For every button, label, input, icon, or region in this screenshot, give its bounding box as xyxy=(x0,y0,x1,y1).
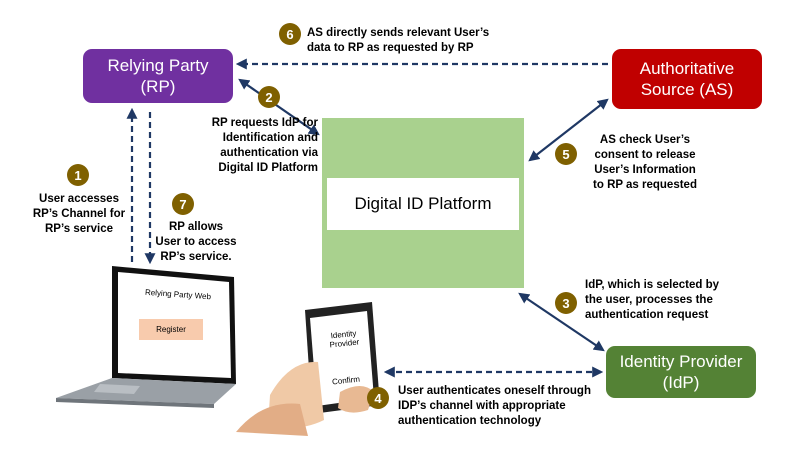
arrow-platform-as xyxy=(528,98,609,162)
step-2-text: RP requests IdP for Identification and a… xyxy=(211,117,318,174)
step-7-badge: 7 xyxy=(172,193,194,215)
identity-provider-node: Identity Provider (IdP) xyxy=(606,346,756,398)
step-6-badge: 6 xyxy=(279,23,301,45)
step-2-badge: 2 xyxy=(258,86,280,108)
step-3-text: IdP, which is selected by the user, proc… xyxy=(585,279,720,321)
digital-id-platform-label: Digital ID Platform xyxy=(327,178,519,230)
step-1-text: User accesses RP’s Channel for RP’s serv… xyxy=(32,193,126,235)
arrow-rp-platform xyxy=(238,78,320,136)
step-1-badge: 1 xyxy=(67,164,89,186)
authoritative-source-label: Authoritative Source (AS) xyxy=(639,58,735,99)
step-5-badge: 5 xyxy=(555,143,577,165)
relying-party-node: Relying Party (RP) xyxy=(83,49,233,103)
relying-party-label: Relying Party (RP) xyxy=(107,55,209,96)
arrow-platform-idp xyxy=(518,292,605,352)
step-5-text: AS check User’s consent to release User’… xyxy=(593,134,697,191)
step-4-badge: 4 xyxy=(367,387,389,409)
laptop-register-button: Register xyxy=(156,325,186,334)
step-6-text: AS directly sends relevant User’s data t… xyxy=(307,27,490,54)
step-7-text: RP allows User to access RP’s service. xyxy=(155,221,237,263)
authoritative-source-node: Authoritative Source (AS) xyxy=(612,49,762,109)
phone-illustration xyxy=(236,302,380,436)
identity-provider-label: Identity Provider (IdP) xyxy=(619,351,743,392)
step-3-badge: 3 xyxy=(555,292,577,314)
laptop-register-button-shape xyxy=(139,319,203,340)
step-4-text: User authenticates oneself through IDP’s… xyxy=(398,385,591,427)
